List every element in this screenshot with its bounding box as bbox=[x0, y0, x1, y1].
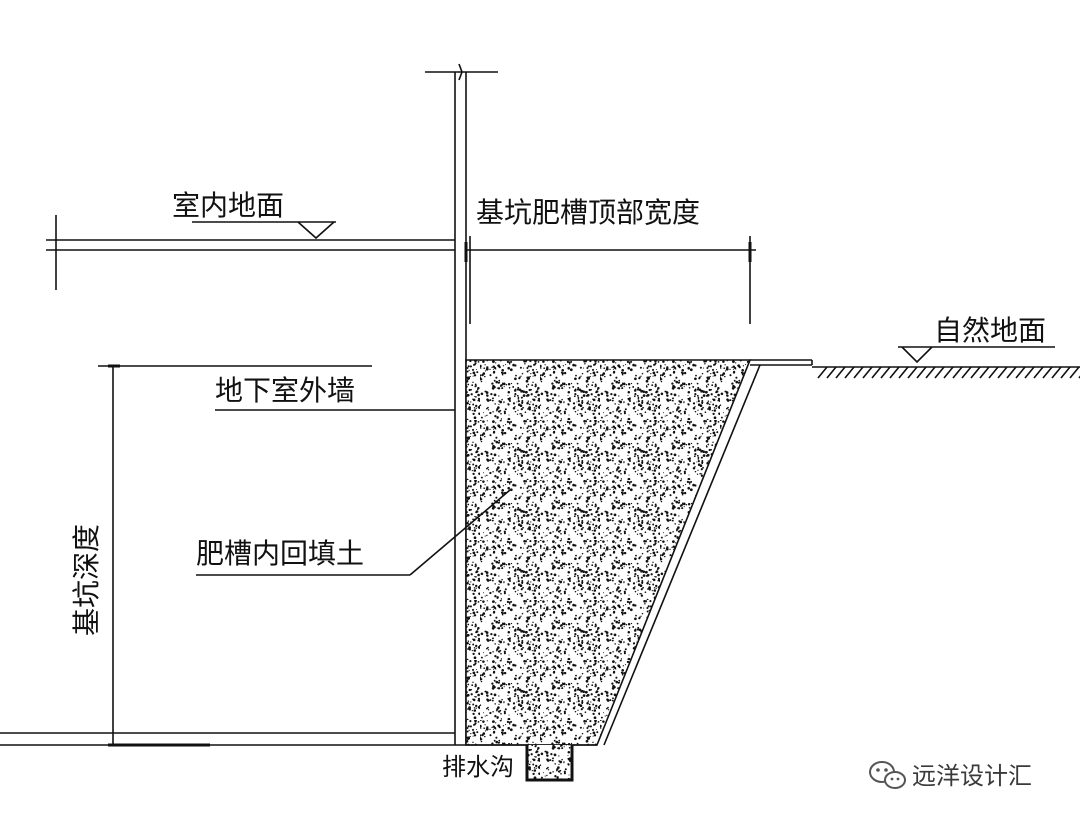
pit-top-width-dimension bbox=[464, 236, 756, 324]
pit-top-width-label: 基坑肥槽顶部宽度 bbox=[476, 196, 700, 229]
drain-label: 排水沟 bbox=[442, 753, 514, 781]
drainage-ditch bbox=[525, 745, 574, 782]
natural-ground-elevation-marker bbox=[898, 346, 1055, 364]
natural-ground-label: 自然地面 bbox=[934, 314, 1046, 347]
indoor-floor-elevation-marker bbox=[192, 221, 336, 240]
indoor-floor-slab bbox=[46, 215, 455, 290]
backfill-label: 肥槽内回填土 bbox=[196, 537, 364, 570]
wechat-icon bbox=[869, 761, 906, 789]
pit-slope-line bbox=[603, 364, 761, 746]
natural-ground-line bbox=[750, 359, 1080, 379]
watermark: 远洋设计汇 bbox=[869, 761, 1032, 790]
pit-depth-dimension bbox=[98, 364, 372, 745]
basement-wall-label: 地下室外墙 bbox=[215, 374, 355, 407]
watermark-text: 远洋设计汇 bbox=[912, 762, 1032, 790]
pit-depth-label: 基坑深度 bbox=[70, 524, 103, 636]
backfill-leader-line bbox=[196, 489, 511, 576]
ground-hatch bbox=[817, 366, 1080, 379]
backfill-soil-area bbox=[465, 359, 752, 746]
bottom-slab bbox=[0, 732, 597, 747]
indoor-floor-label: 室内地面 bbox=[172, 189, 284, 222]
